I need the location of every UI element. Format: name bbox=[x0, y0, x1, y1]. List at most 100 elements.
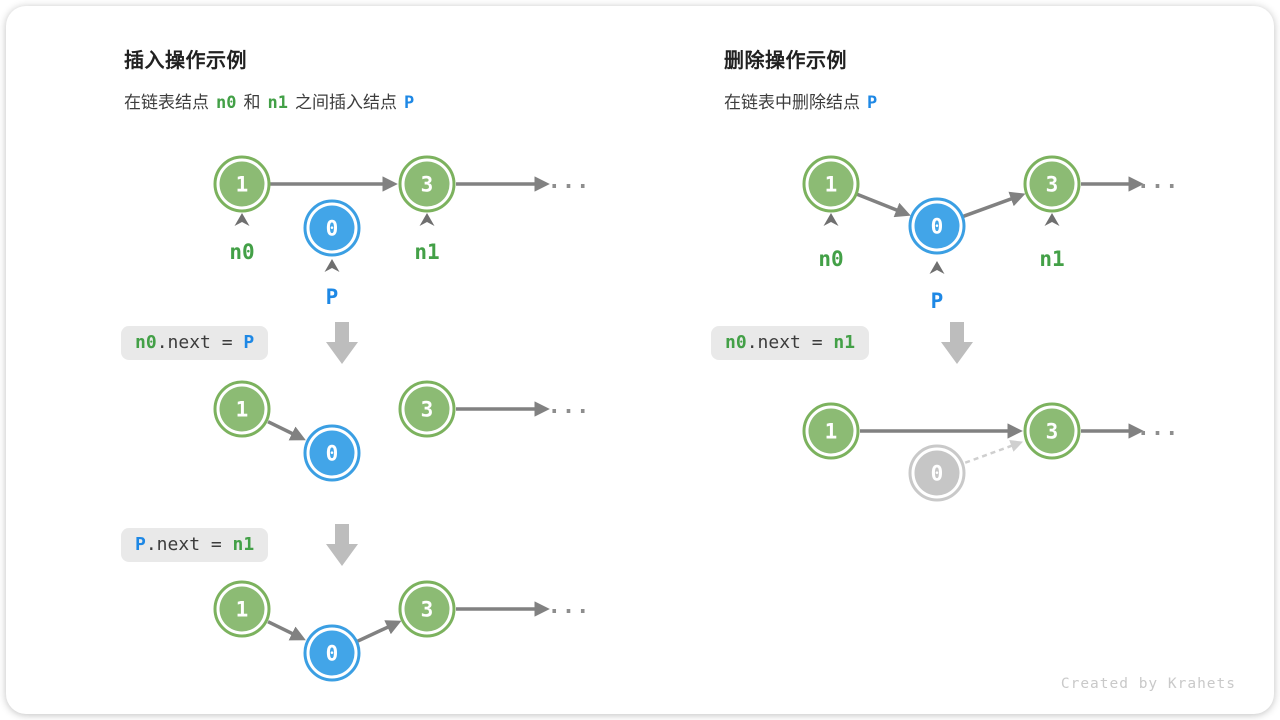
next-arrow-icon bbox=[355, 620, 402, 644]
node-ring bbox=[908, 197, 966, 255]
code-mid: .next = bbox=[145, 534, 233, 555]
node-ghost-0: 0 bbox=[908, 444, 966, 502]
node-green-3: 3 bbox=[398, 155, 456, 213]
insert-subtitle-part1: 在链表结点 bbox=[124, 93, 209, 112]
node-ring bbox=[802, 402, 860, 460]
ellipsis-text: ... bbox=[548, 394, 591, 419]
delete-subtitle: 在链表中删除结点 P bbox=[724, 88, 884, 113]
node-green-1: 1 bbox=[213, 155, 271, 213]
node-disk bbox=[219, 161, 265, 207]
pointer-label-n0: n0 bbox=[818, 247, 843, 271]
node-green-3: 3 bbox=[1023, 402, 1081, 460]
token-p: P bbox=[403, 93, 415, 113]
pointer-caret-icon bbox=[1044, 213, 1060, 226]
node-value: 0 bbox=[326, 217, 339, 241]
node-value: 3 bbox=[1046, 173, 1059, 197]
token-p: P bbox=[867, 93, 878, 113]
node-blue-0: 0 bbox=[303, 624, 361, 682]
node-value: 1 bbox=[825, 173, 838, 197]
node-blue-0: 0 bbox=[303, 199, 361, 257]
node-disk bbox=[914, 203, 960, 249]
down-arrow-icon bbox=[326, 524, 358, 566]
ellipsis-text: ... bbox=[1137, 169, 1180, 194]
node-ring bbox=[213, 155, 271, 213]
node-blue-0: 0 bbox=[303, 424, 361, 482]
ellipsis-text: ... bbox=[548, 594, 591, 619]
footer-credit: Created by Krahets bbox=[1060, 676, 1236, 692]
node-ring bbox=[213, 380, 271, 438]
node-ring bbox=[1023, 402, 1081, 460]
node-green-3: 3 bbox=[398, 380, 456, 438]
pointer-caret-icon bbox=[419, 213, 435, 226]
node-ring bbox=[908, 444, 966, 502]
code-lhs: P bbox=[135, 534, 146, 555]
node-disk bbox=[404, 386, 450, 432]
node-disk bbox=[808, 408, 854, 454]
next-arrow-icon bbox=[855, 192, 911, 218]
dashed-old-link-icon bbox=[964, 440, 1024, 464]
next-arrow-icon bbox=[267, 620, 306, 641]
code-mid: .next = bbox=[746, 332, 834, 353]
delete-subtitle-part1: 在链表中删除结点 bbox=[724, 93, 860, 112]
node-value: 0 bbox=[931, 215, 944, 239]
node-disk bbox=[808, 161, 854, 207]
pointer-caret-icon bbox=[234, 213, 250, 226]
node-ring bbox=[303, 424, 361, 482]
node-ring bbox=[398, 155, 456, 213]
node-value: 3 bbox=[1046, 420, 1059, 444]
ellipsis-text: ... bbox=[1137, 416, 1180, 441]
node-ring bbox=[398, 380, 456, 438]
down-arrow-icon bbox=[326, 322, 358, 364]
node-blue-0: 0 bbox=[908, 197, 966, 255]
node-disk bbox=[914, 450, 960, 496]
node-value: 0 bbox=[326, 642, 339, 666]
next-arrow-icon bbox=[961, 191, 1026, 219]
insert-subtitle-part2: 和 bbox=[243, 93, 261, 112]
diagram-delete-initial: ... 1 0 3 n0 n1 P bbox=[802, 155, 1180, 313]
node-value: 1 bbox=[236, 398, 249, 422]
node-disk bbox=[309, 630, 355, 676]
node-value: 0 bbox=[931, 462, 944, 486]
node-ring bbox=[802, 155, 860, 213]
node-value: 1 bbox=[825, 420, 838, 444]
node-green-3: 3 bbox=[398, 580, 456, 638]
code-rhs: P bbox=[243, 332, 255, 353]
node-value: 3 bbox=[421, 598, 434, 622]
pointer-label-p: P bbox=[326, 285, 339, 309]
node-value: 1 bbox=[236, 598, 249, 622]
node-value: 3 bbox=[421, 173, 434, 197]
node-value: 1 bbox=[236, 173, 249, 197]
insert-subtitle: 在链表结点 n0 和 n1 之间插入结点 P bbox=[124, 88, 421, 113]
node-ring bbox=[1023, 155, 1081, 213]
pointer-caret-icon bbox=[823, 213, 839, 226]
node-ring bbox=[213, 580, 271, 638]
node-disk bbox=[219, 386, 265, 432]
down-arrow-icon bbox=[941, 322, 973, 364]
code-lhs: n0 bbox=[725, 332, 747, 353]
code-mid: .next = bbox=[156, 332, 244, 353]
insert-subtitle-part3: 之间插入结点 bbox=[294, 93, 397, 112]
node-ring bbox=[303, 199, 361, 257]
insert-title: 插入操作示例 bbox=[124, 50, 247, 72]
node-disk bbox=[219, 586, 265, 632]
node-disk bbox=[1029, 408, 1075, 454]
diagram-delete-final: ... 1 0 3 bbox=[802, 402, 1180, 502]
node-green-1: 1 bbox=[213, 380, 271, 438]
canvas-card: 插入操作示例 在链表结点 n0 和 n1 之间插入结点 P ... 1 3 0 n0 n1… bbox=[6, 6, 1274, 714]
token-n1: n1 bbox=[267, 93, 288, 113]
code-rhs: n1 bbox=[833, 332, 856, 353]
node-value: 0 bbox=[326, 442, 339, 466]
node-green-1: 1 bbox=[213, 580, 271, 638]
code-badge-insert-step1: n0.next = P bbox=[121, 326, 269, 360]
delete-title: 删除操作示例 bbox=[724, 50, 847, 72]
node-ring bbox=[398, 580, 456, 638]
code-badge-delete-step1: n0.next = n1 bbox=[711, 326, 870, 360]
token-n0: n0 bbox=[216, 93, 237, 113]
pointer-label-n1: n1 bbox=[1039, 247, 1064, 271]
code-lhs: n0 bbox=[135, 332, 157, 353]
pointer-label-n0: n0 bbox=[229, 240, 254, 264]
next-arrow-icon bbox=[267, 420, 306, 441]
node-disk bbox=[404, 586, 450, 632]
node-green-3: 3 bbox=[1023, 155, 1081, 213]
pointer-caret-icon bbox=[324, 259, 340, 272]
